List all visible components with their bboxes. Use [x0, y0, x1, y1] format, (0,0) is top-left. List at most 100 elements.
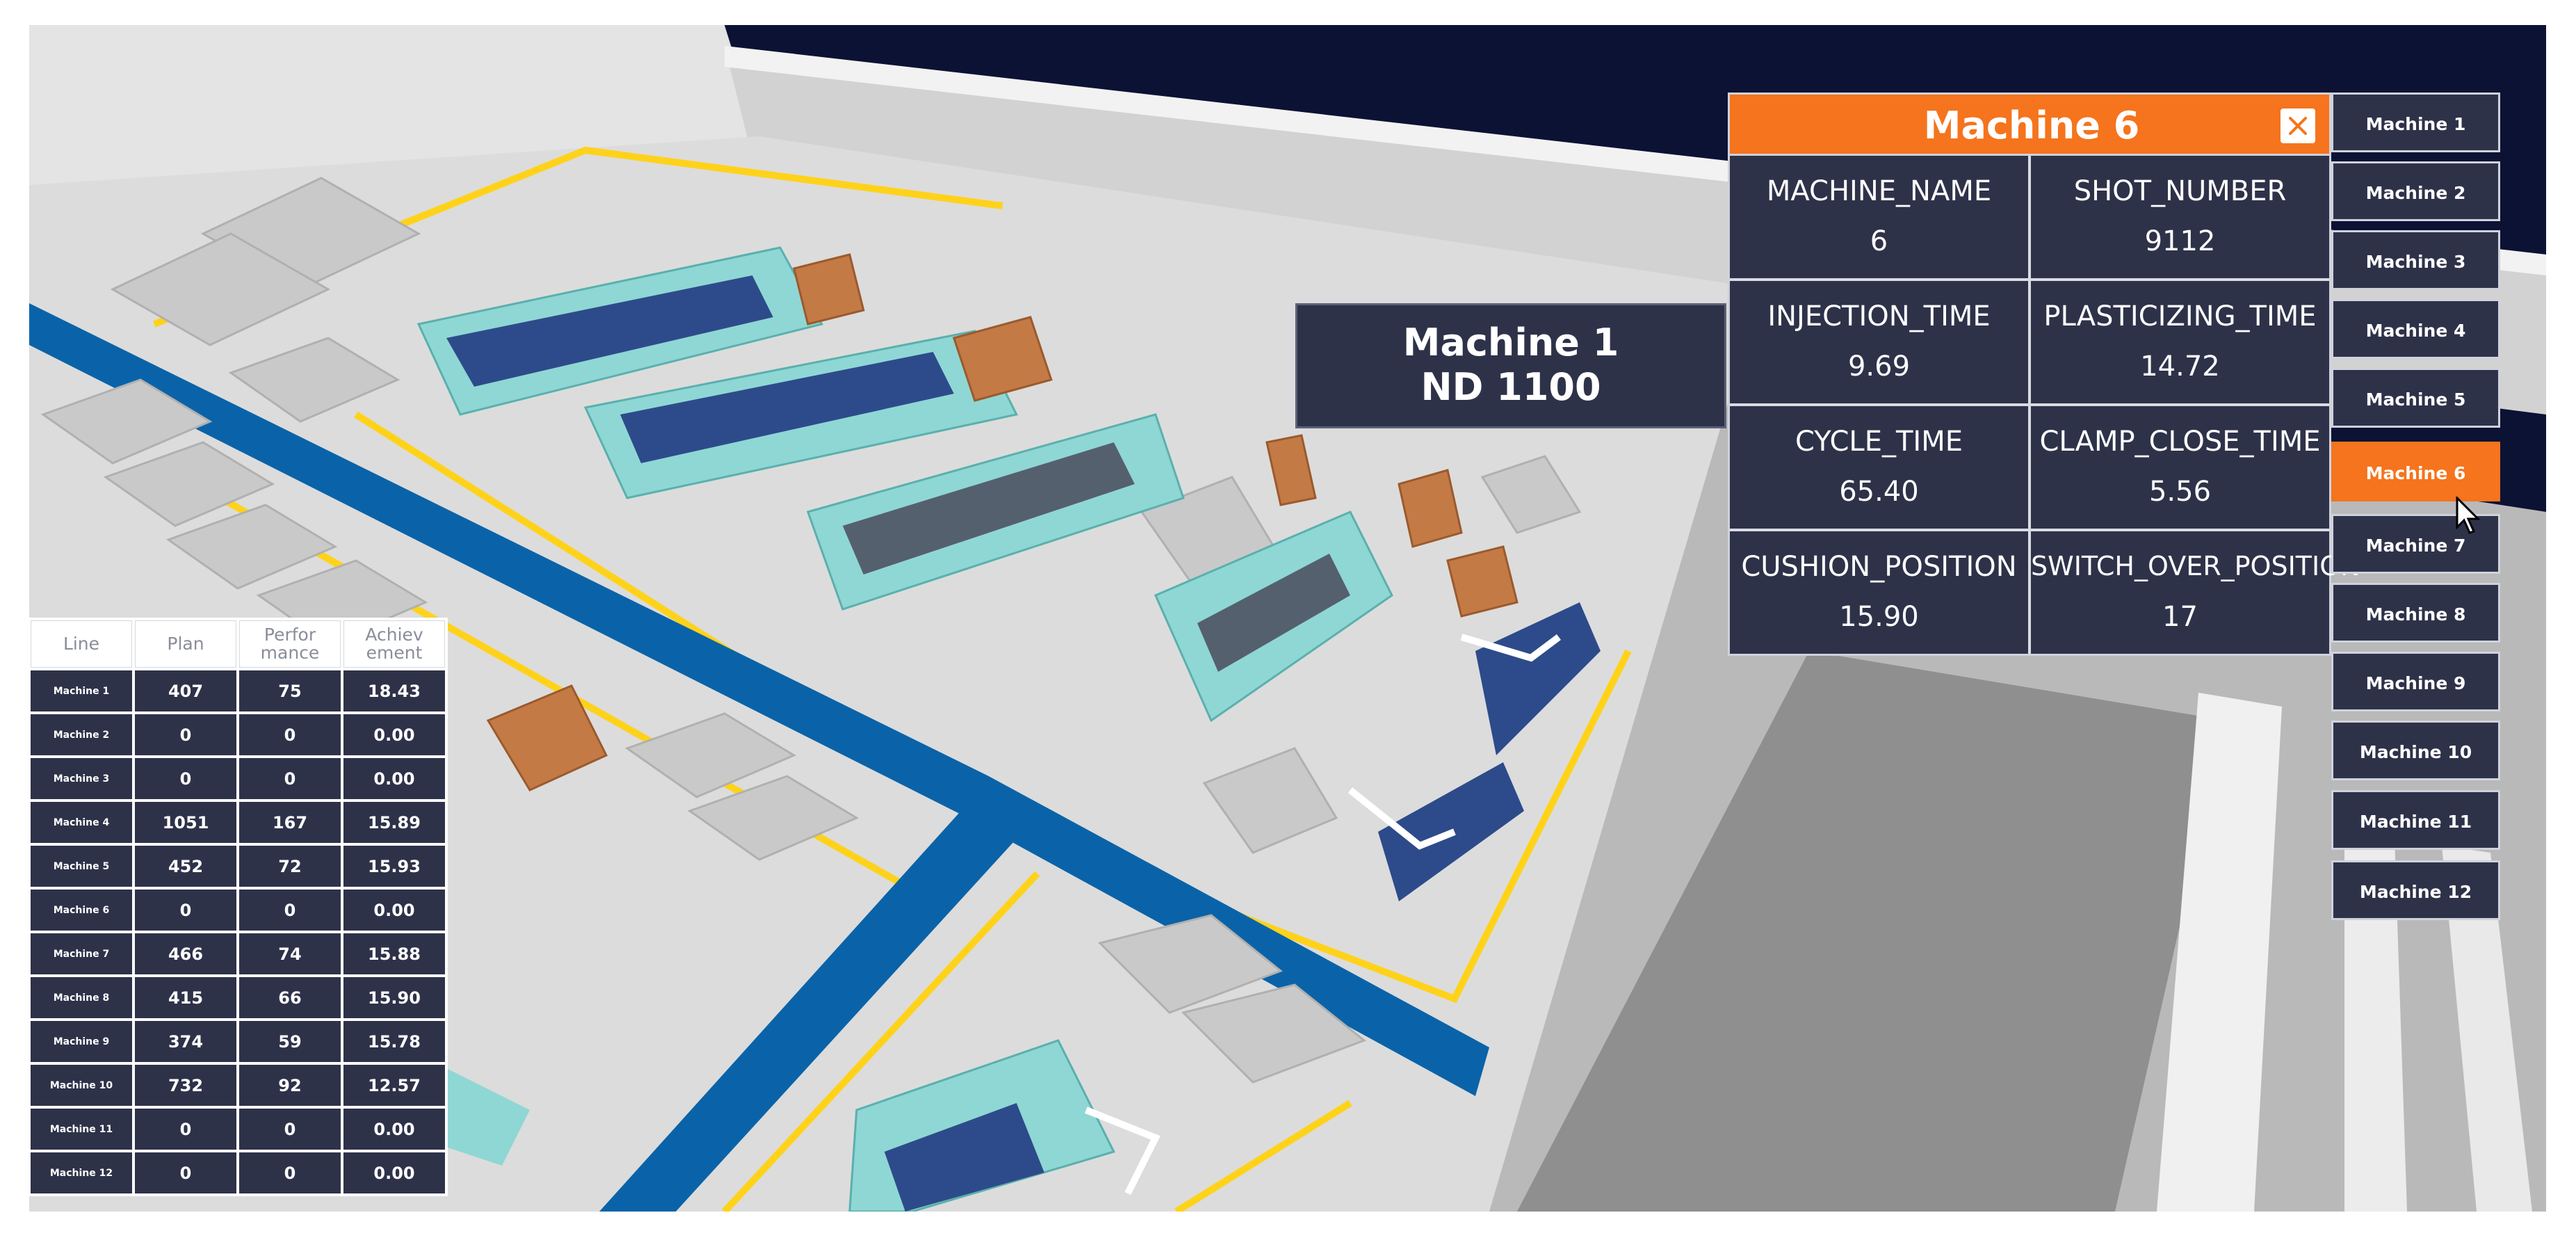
metric-value: 5.56	[2148, 476, 2212, 508]
metric-label: CUSHION_POSITION	[1741, 551, 2017, 583]
cell-performance: 66	[239, 977, 341, 1018]
machine-button-12[interactable]: Machine 12	[2331, 860, 2500, 920]
cell-line: Machine 1	[31, 670, 132, 711]
machine-button-7[interactable]: Machine 7	[2331, 514, 2500, 574]
header-text: mance	[260, 643, 320, 663]
cell-line: Machine 10	[31, 1065, 132, 1106]
metric-injection-time: INJECTION_TIME 9.69	[1730, 281, 2028, 403]
metric-value: 65.40	[1839, 476, 1919, 508]
metric-machine-name: MACHINE_NAME 6	[1730, 156, 2028, 278]
cell-performance: 74	[239, 933, 341, 974]
cell-line: Machine 2	[31, 714, 132, 755]
cell-line: Machine 5	[31, 846, 132, 887]
cell-plan: 0	[135, 1152, 236, 1193]
cell-plan: 732	[135, 1065, 236, 1106]
metric-value: 9.69	[1847, 351, 1911, 383]
cell-performance: 0	[239, 758, 341, 799]
machine-button-4[interactable]: Machine 4	[2331, 299, 2500, 359]
panel-header: Machine 6	[1728, 92, 2331, 154]
cell-achievement: 18.43	[343, 670, 445, 711]
machine-button-10[interactable]: Machine 10	[2331, 721, 2500, 780]
metric-label: INJECTION_TIME	[1767, 300, 1991, 332]
cell-performance: 167	[239, 802, 341, 843]
metric-label: PLASTICIZING_TIME	[2043, 300, 2317, 332]
metric-value: 6	[1870, 225, 1888, 257]
pit-edge	[2157, 693, 2282, 1212]
injection-machines	[416, 246, 1601, 1212]
cell-achievement: 15.88	[343, 933, 445, 974]
metric-label: MACHINE_NAME	[1766, 175, 1992, 207]
cell-plan: 1051	[135, 802, 236, 843]
blue-conveyor-branch	[599, 811, 1016, 1212]
machine-button-9[interactable]: Machine 9	[2331, 652, 2500, 711]
metric-switch-over-position: SWITCH_OVER_POSITION 17	[2031, 531, 2360, 654]
machine-button-5[interactable]: Machine 5	[2331, 368, 2500, 428]
blue-conveyor	[29, 303, 1489, 1096]
cell-performance: 0	[239, 1152, 341, 1193]
metric-label: SHOT_NUMBER	[2073, 175, 2287, 207]
machine-detail-panel: Machine 6 MACHINE_NAME 6 SHOT_NUMBER 911…	[1728, 92, 2360, 656]
cell-achievement: 0.00	[343, 758, 445, 799]
pit-floor	[1517, 651, 2226, 1212]
machine-button-8[interactable]: Machine 8	[2331, 583, 2500, 643]
pit-edge-3	[2442, 846, 2532, 1212]
machine-button-1[interactable]: Machine 1	[2331, 92, 2500, 152]
cell-performance: 0	[239, 890, 341, 931]
metric-label: CYCLE_TIME	[1795, 426, 1963, 458]
column-header-plan: Plan	[135, 620, 236, 668]
cell-plan: 0	[135, 1109, 236, 1150]
cell-plan: 0	[135, 890, 236, 931]
cell-plan: 0	[135, 714, 236, 755]
cell-performance: 72	[239, 846, 341, 887]
metric-shot-number: SHOT_NUMBER 9112	[2031, 156, 2329, 278]
metric-cushion-position: CUSHION_POSITION 15.90	[1730, 531, 2028, 654]
machine-button-3[interactable]: Machine 3	[2331, 230, 2500, 290]
machine-tooltip: Machine 1 ND 1100	[1295, 303, 1726, 428]
cell-line: Machine 11	[31, 1109, 132, 1150]
cell-plan: 415	[135, 977, 236, 1018]
machine-button-6[interactable]: Machine 6	[2331, 442, 2500, 501]
header-text: Achiev	[365, 625, 423, 645]
machine-button-2[interactable]: Machine 2	[2331, 161, 2500, 221]
header-text: ement	[366, 643, 423, 663]
panel-title: Machine 6	[1923, 104, 2140, 147]
cell-performance: 92	[239, 1065, 341, 1106]
cell-achievement: 15.89	[343, 802, 445, 843]
metric-cycle-time: CYCLE_TIME 65.40	[1730, 406, 2028, 529]
cell-plan: 0	[135, 758, 236, 799]
cell-line: Machine 9	[31, 1021, 132, 1062]
cell-performance: 75	[239, 670, 341, 711]
lane-line-4	[1174, 1100, 1352, 1212]
machine-button-11[interactable]: Machine 11	[2331, 790, 2500, 850]
cell-achievement: 0.00	[343, 890, 445, 931]
machine-metrics-grid: MACHINE_NAME 6 SHOT_NUMBER 9112 INJECTIO…	[1728, 154, 2360, 656]
cell-achievement: 0.00	[343, 1109, 445, 1150]
cell-plan: 466	[135, 933, 236, 974]
cell-line: Machine 4	[31, 802, 132, 843]
header-text: Perfor	[264, 625, 316, 645]
close-button[interactable]	[2281, 108, 2315, 143]
metric-value: 17	[2162, 601, 2198, 633]
cell-plan: 374	[135, 1021, 236, 1062]
storage-blocks	[40, 177, 1582, 1084]
metric-label: CLAMP_CLOSE_TIME	[2039, 426, 2321, 458]
tooltip-machine-name: Machine 1	[1402, 321, 1619, 364]
cargo-boxes	[486, 253, 1518, 791]
cell-plan: 407	[135, 670, 236, 711]
